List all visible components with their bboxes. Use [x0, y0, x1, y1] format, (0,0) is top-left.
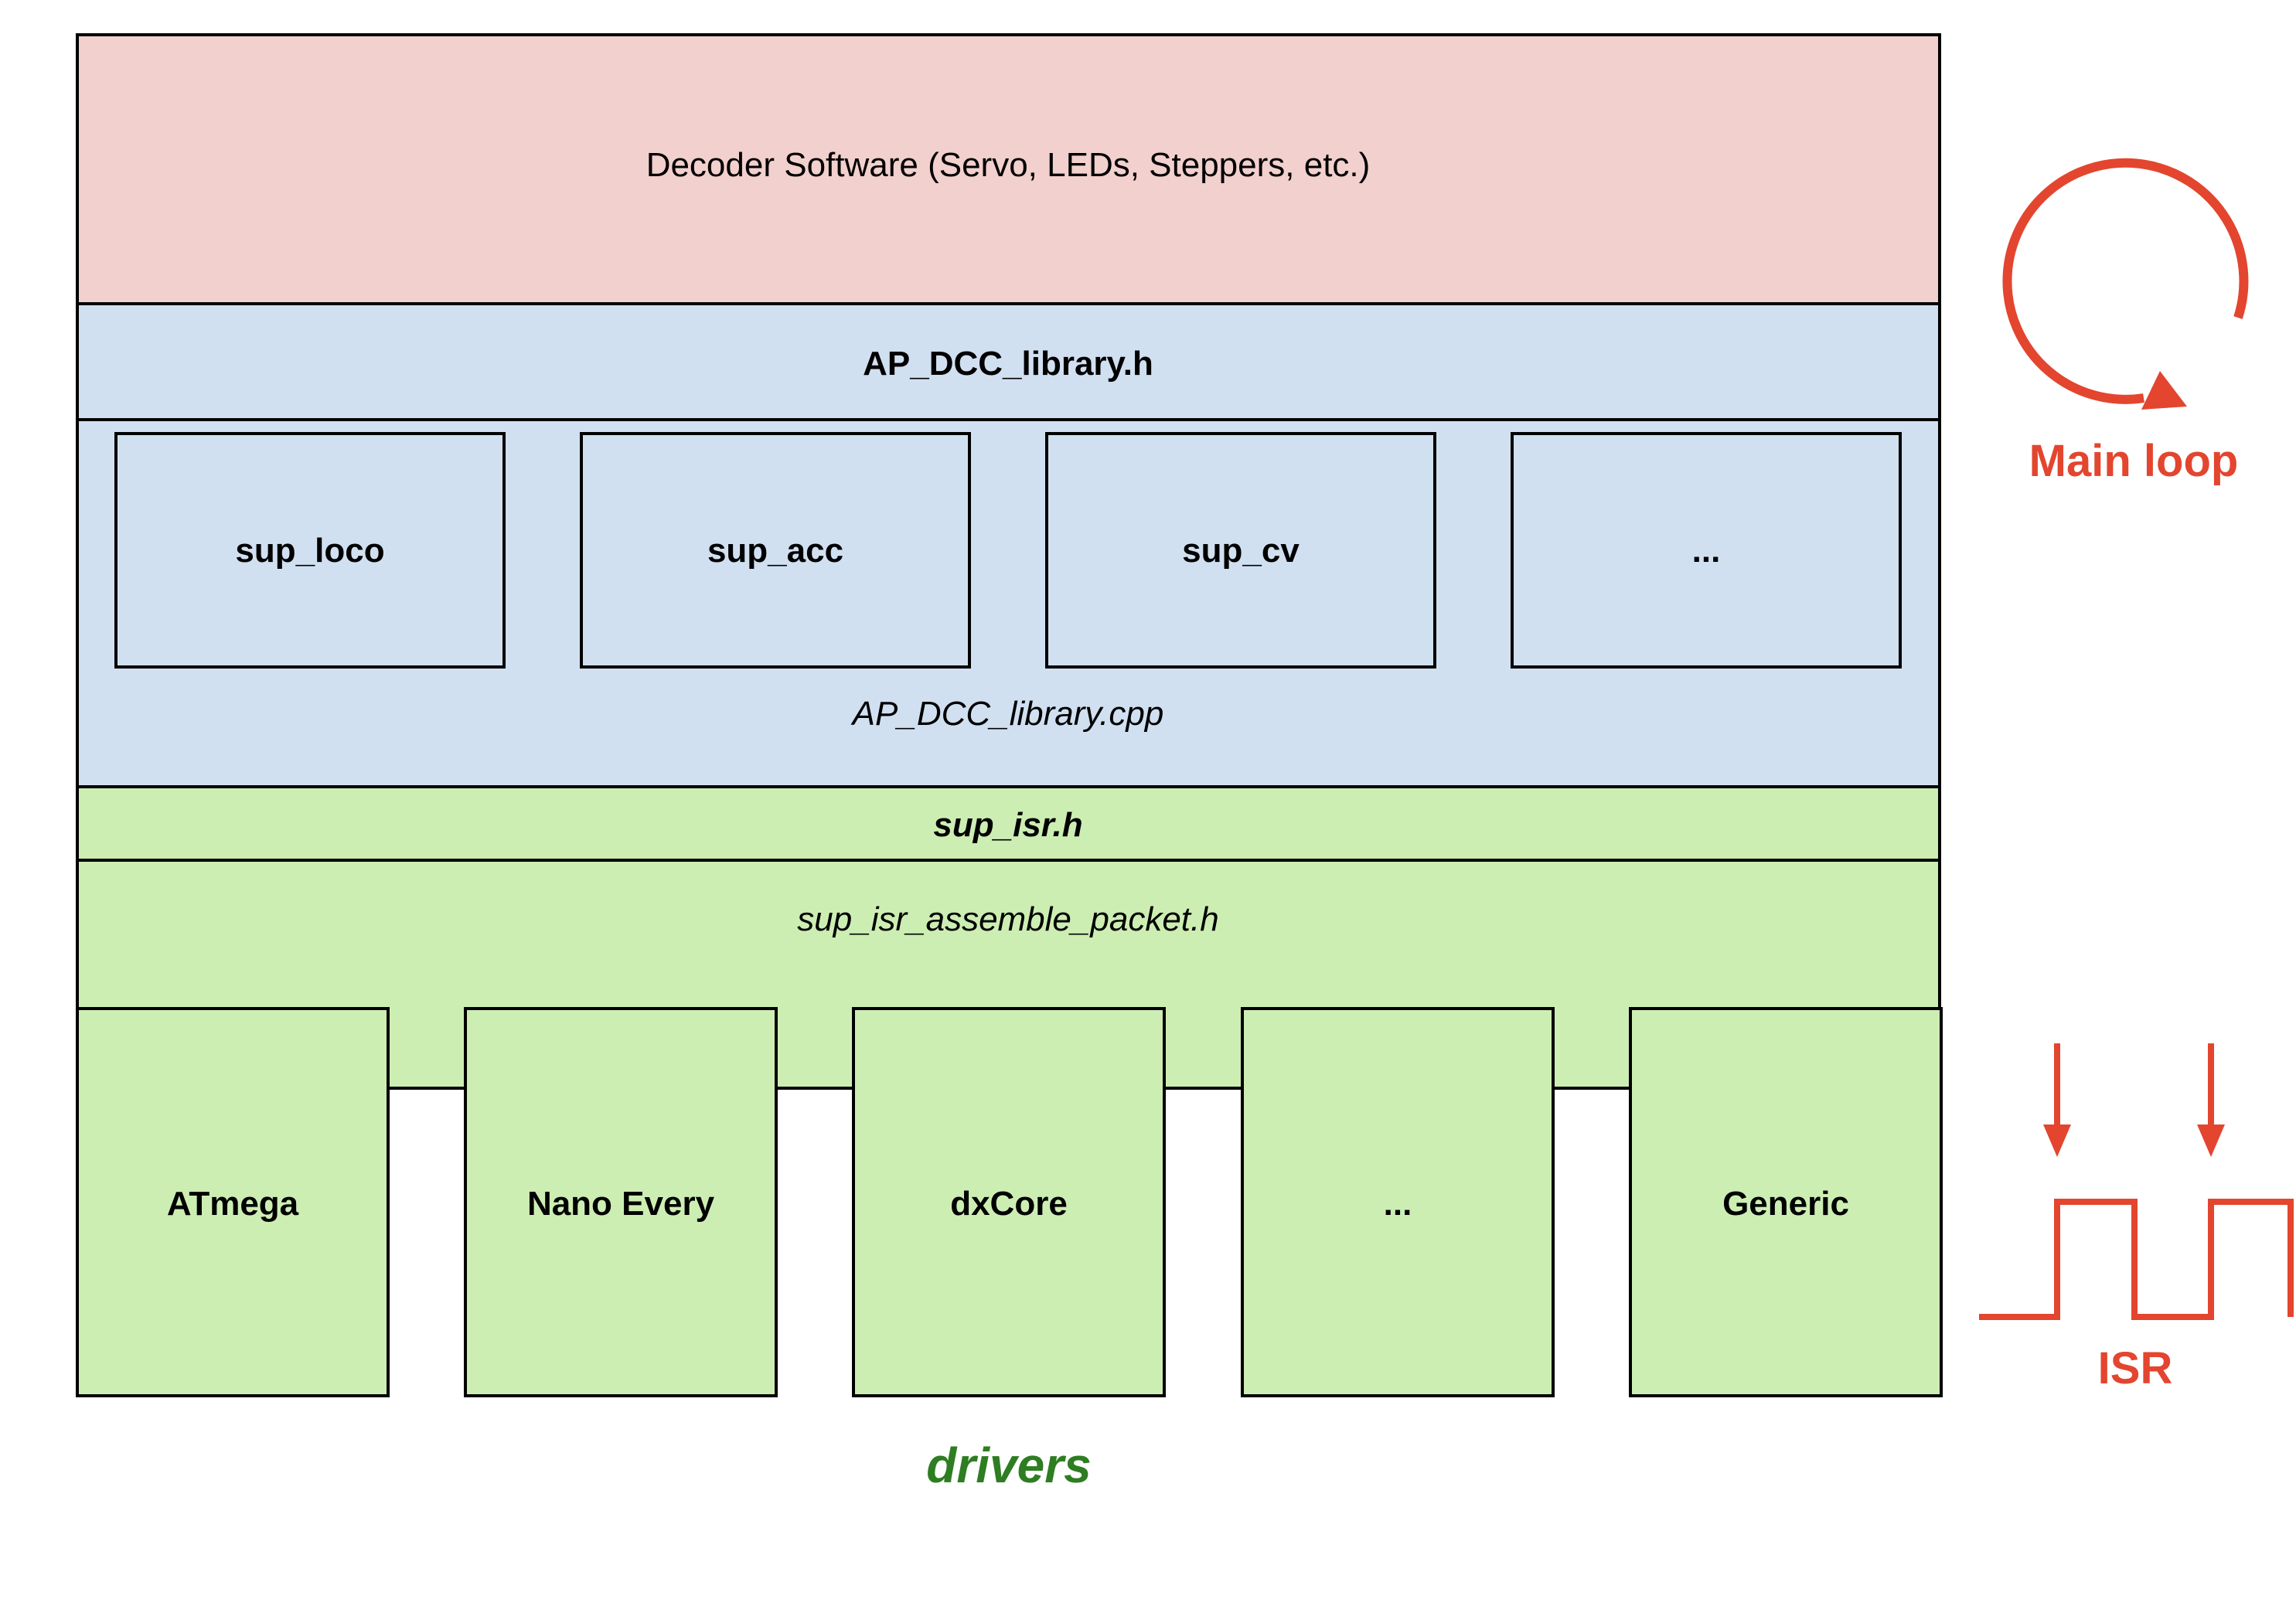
isr-header-layer: sup_isr.h [76, 785, 1941, 862]
module-box: ... [1511, 432, 1902, 669]
library-header-label: AP_DCC_library.h [863, 345, 1153, 383]
decoder-software-label: Decoder Software (Servo, LEDs, Steppers,… [646, 146, 1371, 184]
main-loop-indicator: Main loop [2002, 158, 2249, 486]
isr-header-label: sup_isr.h [933, 806, 1082, 844]
module-box: sup_cv [1045, 432, 1436, 669]
driver-label: Nano Every [527, 1185, 715, 1223]
driver-label: Generic [1722, 1185, 1849, 1223]
driver-box: Generic [1629, 1007, 1943, 1397]
driver-label: dxCore [950, 1185, 1068, 1223]
drivers-group: ATmega Nano Every dxCore ... Generic [76, 1007, 1943, 1397]
drivers-label: drivers [926, 1438, 1091, 1493]
module-box: sup_acc [580, 432, 971, 669]
module-label: sup_loco [235, 532, 384, 570]
driver-label: ATmega [167, 1185, 299, 1223]
module-box: sup_loco [114, 432, 506, 669]
isr-indicator: ISR [1979, 1043, 2294, 1393]
interrupt-pulse-icon [1979, 1043, 2294, 1320]
driver-box: ATmega [76, 1007, 390, 1397]
driver-box: dxCore [852, 1007, 1166, 1397]
module-label: ... [1692, 532, 1721, 570]
driver-gaps [388, 1088, 1630, 1397]
module-label: sup_acc [707, 532, 843, 570]
isr-label: ISR [2098, 1343, 2173, 1393]
driver-box: ... [1241, 1007, 1555, 1397]
driver-label: ... [1384, 1185, 1412, 1223]
driver-box: Nano Every [464, 1007, 778, 1397]
library-header-layer: AP_DCC_library.h [76, 302, 1941, 421]
loop-circle-icon [2002, 158, 2249, 410]
library-cpp-layer: sup_loco sup_acc sup_cv ... AP_DCC_libra… [76, 418, 1941, 788]
main-loop-label: Main loop [2029, 436, 2239, 486]
module-label: sup_cv [1182, 532, 1300, 570]
decoder-software-layer: Decoder Software (Servo, LEDs, Steppers,… [76, 33, 1941, 305]
library-cpp-label: AP_DCC_library.cpp [850, 695, 1164, 733]
assemble-packet-label: sup_isr_assemble_packet.h [797, 900, 1218, 938]
